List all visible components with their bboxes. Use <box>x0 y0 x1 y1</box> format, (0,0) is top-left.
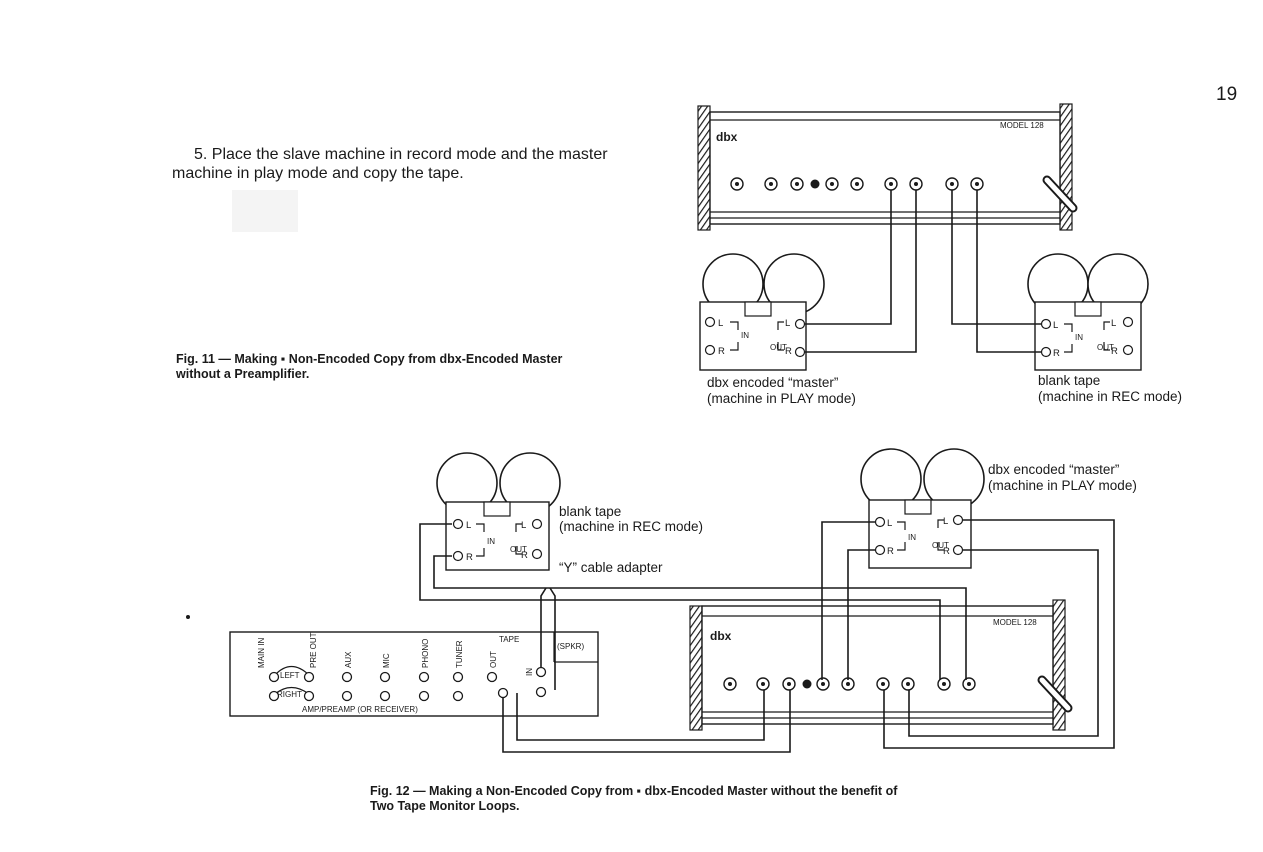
fig12-unit-model: MODEL 128 <box>993 618 1037 627</box>
fig12-master-in-l: L <box>887 518 892 529</box>
scan-smudge <box>232 190 298 232</box>
amp-main-in: MAIN IN <box>257 638 266 668</box>
fig11-master-in-l: L <box>718 318 723 329</box>
fig11-master-label2: (machine in PLAY mode) <box>707 391 856 406</box>
amp-aux: AUX <box>344 651 353 668</box>
fig11-master-out-r: R <box>785 346 792 357</box>
fig12-slave-out-l: L <box>521 520 526 531</box>
fig12-dbx-unit: dbx MODEL 128 <box>689 599 1073 731</box>
amp-tuner: TUNER <box>455 640 464 668</box>
fig12-slave-in-l: L <box>466 520 471 531</box>
fig12-caption-line1: Fig. 12 — Making a Non-Encoded Copy from… <box>370 784 898 798</box>
fig12-amp-panel: MAIN IN PRE OUT AUX MIC PHONO TUNER TAPE… <box>229 631 599 717</box>
fig11-caption-line1: Fig. 11 — Making ▪ Non-Encoded Copy from… <box>176 352 563 366</box>
fig12-slave-out-label: OUT <box>510 545 527 554</box>
amp-left: LEFT <box>280 671 300 680</box>
fig11-unit-model: MODEL 128 <box>1000 121 1044 130</box>
amp-mic: MIC <box>382 653 391 668</box>
fig11-slave-in-r: R <box>1053 348 1060 359</box>
fig12-slave-label1: blank tape <box>559 504 621 519</box>
fig11-master-in-label: IN <box>741 331 749 340</box>
fig11-slave-label1: blank tape <box>1038 373 1100 388</box>
amp-panel-label: AMP/PREAMP (OR RECEIVER) <box>302 705 418 714</box>
fig12-slave-deck: L R IN OUT L R <box>436 452 561 571</box>
fig12-master-in-label: IN <box>908 533 916 542</box>
fig12-master-label1: dbx encoded “master” <box>988 462 1119 477</box>
fig12-caption-line2: Two Tape Monitor Loops. <box>370 799 520 813</box>
fig11-master-in-r: R <box>718 346 725 357</box>
fig11-slave-in-label: IN <box>1075 333 1083 342</box>
fig11-caption: Fig. 11 — Making ▪ Non-Encoded Copy from… <box>176 352 562 382</box>
fig11-slave-in-l: L <box>1053 320 1058 331</box>
fig11-slave-out-l: L <box>1111 318 1116 329</box>
fig11-slave-label2: (machine in REC mode) <box>1038 389 1182 404</box>
fig12-caption: Fig. 12 — Making a Non-Encoded Copy from… <box>370 784 897 814</box>
amp-pre-out: PRE OUT <box>309 632 318 668</box>
fig11-dbx-unit: dbx MODEL 128 <box>697 103 1078 231</box>
fig12-unit-brand: dbx <box>710 629 732 643</box>
fig11-slave-out-r: R <box>1111 346 1118 357</box>
fig12-master-out-l: L <box>943 516 948 527</box>
amp-right: RIGHT <box>277 690 302 699</box>
amp-tape-out: OUT <box>489 651 498 668</box>
fig12-slave-in-label: IN <box>487 537 495 546</box>
fig11-slave-deck: L R IN OUT L R <box>1027 253 1149 371</box>
fig11-slave-out-label: OUT <box>1097 343 1114 352</box>
fig12-slave-in-r: R <box>466 552 473 563</box>
instruction-text: 5. Place the slave machine in record mod… <box>172 146 608 182</box>
amp-spkr: (SPKR) <box>557 642 584 651</box>
fig11-master-deck: L R IN OUT L R <box>699 253 825 371</box>
fig12-slave-label2: (machine in REC mode) <box>559 519 703 534</box>
fig12-master-out-label: OUT <box>932 541 949 550</box>
amp-tape-in: IN <box>525 668 534 676</box>
page-number: 19 <box>1216 84 1238 105</box>
fig11-caption-line2: without a Preamplifier. <box>176 367 310 381</box>
fig12-slave-out-r: R <box>521 550 528 561</box>
fig12-y-cable-label: “Y” cable adapter <box>559 560 663 575</box>
fig12-master-label2: (machine in PLAY mode) <box>988 478 1137 493</box>
fig12-master-in-r: R <box>887 546 894 557</box>
amp-tape: TAPE <box>499 635 519 644</box>
fig12-master-out-r: R <box>943 546 950 557</box>
fig12-master-deck: L R IN OUT L R <box>860 448 985 569</box>
fig11-master-label1: dbx encoded “master” <box>707 375 838 390</box>
fig11-unit-brand: dbx <box>716 130 738 144</box>
amp-phono: PHONO <box>421 639 430 668</box>
fig11-master-out-l: L <box>785 318 790 329</box>
